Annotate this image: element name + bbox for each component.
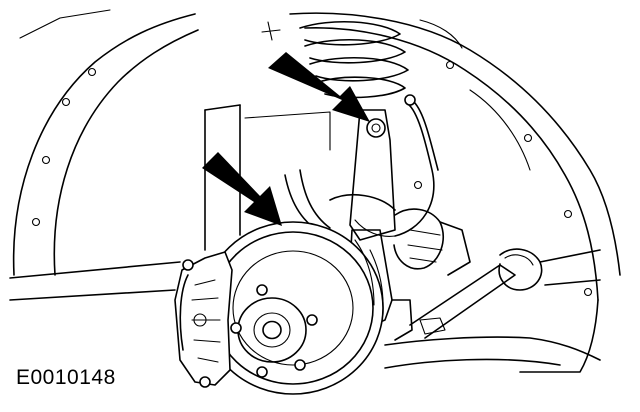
lower-control-arm [384,248,601,369]
arrow-pointer-icon [202,152,282,226]
coil-spring [261,21,409,99]
fender-fasteners [31,60,593,297]
brake-disc [202,221,384,395]
wheel-arch [9,9,621,373]
lower-arrow [202,152,282,226]
brake-caliper [174,251,233,388]
abs-sensor-cable [354,94,439,237]
strut-and-knuckle [204,104,413,341]
hub-carrier [393,208,471,276]
upper-arrow [268,52,370,122]
figure-id-label: E0010148 [16,366,116,389]
arrow-pointer-icon [268,52,370,122]
